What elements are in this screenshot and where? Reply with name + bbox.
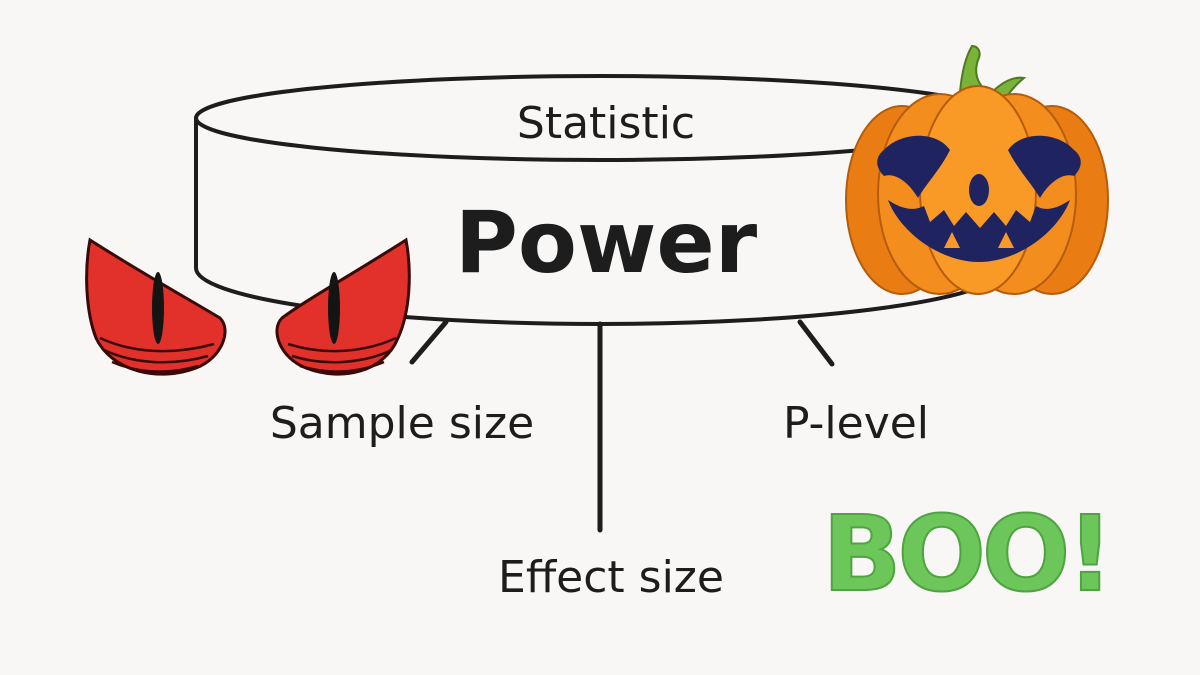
devil-eyes-icon	[85, 237, 411, 376]
jack-o-lantern-icon	[845, 44, 1109, 295]
cylinder-main-label: Power	[455, 193, 758, 293]
pumpkin-eye-right	[1008, 135, 1081, 198]
cylinder-top-label: Statistic	[517, 98, 695, 149]
cylinder-legs	[409, 319, 835, 533]
leg-label-p-level: P-level	[783, 398, 929, 449]
devil-eye-left	[85, 237, 227, 376]
leg-label-effect-size: Effect size	[498, 552, 724, 603]
boo-text: BOO!	[822, 493, 1110, 615]
pumpkin-eye-left	[877, 135, 950, 198]
leg-left	[409, 319, 449, 365]
devil-eye-right	[275, 237, 411, 376]
boo-sticker-icon: BOO!	[821, 492, 1115, 616]
leg-right	[797, 319, 835, 367]
pumpkin-nose	[969, 174, 989, 206]
pumpkin-mouth	[888, 200, 1070, 262]
leg-label-sample-size: Sample size	[270, 398, 534, 449]
